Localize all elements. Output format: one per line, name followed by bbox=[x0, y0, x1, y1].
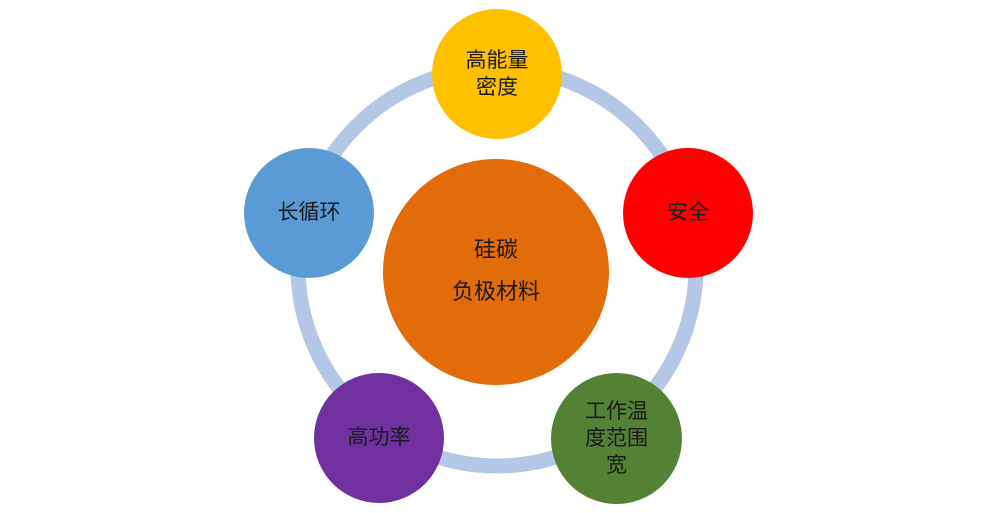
center-node-line-1: 硅碳 bbox=[473, 238, 518, 264]
center-node-silicon-carbon-anode: 硅碳 负极材料 bbox=[383, 159, 609, 385]
node-label-line: 宽 bbox=[606, 453, 627, 478]
node-safety: 安全 bbox=[623, 148, 753, 278]
center-node-line-2: 负极材料 bbox=[451, 280, 540, 305]
node-label-line: 工作温 bbox=[585, 398, 648, 423]
node-long-cycle: 长循环 bbox=[244, 148, 374, 278]
node-label-line: 度范围 bbox=[585, 425, 648, 450]
node-high-energy-density: 高能量 密度 bbox=[432, 9, 562, 139]
node-high-power: 高功率 bbox=[314, 373, 444, 503]
node-label-line: 高功率 bbox=[347, 425, 411, 450]
node-label-line: 安全 bbox=[667, 200, 709, 225]
node-label-line: 长循环 bbox=[277, 200, 341, 225]
node-wide-operating-temperature: 工作温 度范围 宽 bbox=[551, 373, 682, 504]
node-label-line: 密度 bbox=[476, 75, 518, 99]
node-label-line: 高能量 bbox=[465, 47, 529, 72]
